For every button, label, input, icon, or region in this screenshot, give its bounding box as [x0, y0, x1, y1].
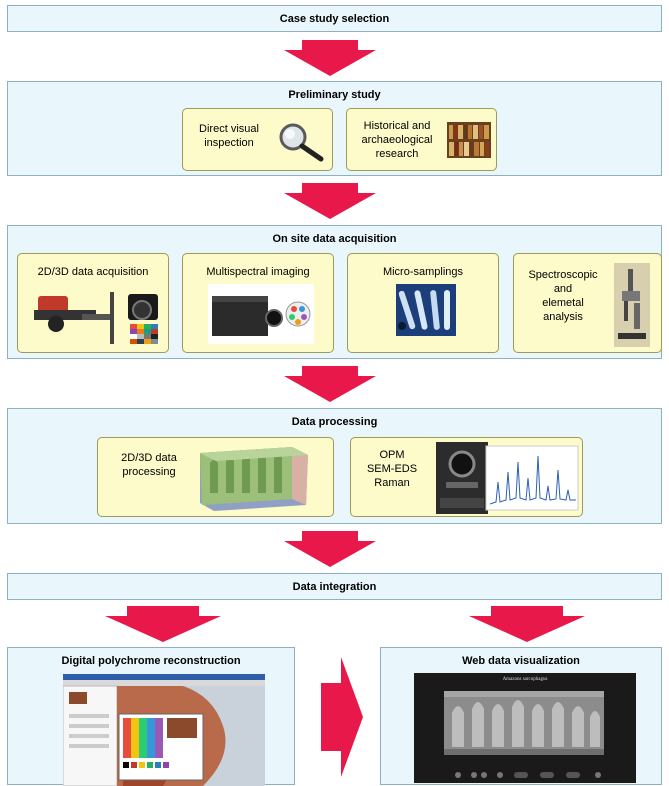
- down-arrow-right: [469, 606, 585, 642]
- software-screenshot-icon: [63, 674, 265, 786]
- stage-title: Case study selection: [279, 13, 390, 25]
- stage-preliminary: Preliminary study: [7, 81, 662, 176]
- stage-integration: Data integration: [7, 573, 662, 600]
- card-label: Multispectral imaging: [206, 266, 310, 278]
- down-arrow-2: [284, 183, 376, 219]
- stage-title: Data integration: [292, 581, 377, 593]
- web-viewer-screenshot-icon: Amazons sarcophagus: [414, 673, 636, 783]
- stage-digital-reconstruction: Digital polychrome reconstruction: [7, 647, 295, 786]
- card-label: Micro-samplings: [382, 266, 464, 278]
- stage-title: Web data visualization: [462, 655, 580, 667]
- stage-title: Data processing: [291, 416, 378, 428]
- down-arrow-3: [284, 366, 376, 402]
- stage-web-visualization: Web data visualization Amazons sarcophag…: [380, 647, 662, 785]
- stage-case-study: Case study selection: [7, 5, 662, 32]
- viewer-title: Amazons sarcophagus: [502, 677, 548, 682]
- microscope-icon: [614, 263, 650, 347]
- camera-scanner-icon: [32, 284, 162, 346]
- books-icon: [447, 122, 491, 158]
- stage-title: On site data acquisition: [272, 233, 397, 245]
- card-micro-samplings: Micro-samplings: [347, 253, 499, 353]
- multispectral-camera-icon: [208, 284, 314, 344]
- down-arrow-1: [284, 40, 376, 76]
- card-2d3d-acquisition: 2D/3D data acquisition: [17, 253, 169, 353]
- stage-title: Digital polychrome reconstruction: [61, 655, 241, 667]
- stage-title: Preliminary study: [288, 89, 381, 101]
- sample-vials-icon: [396, 284, 456, 336]
- down-arrow-left: [105, 606, 221, 642]
- right-arrow: [321, 657, 363, 777]
- down-arrow-4: [284, 531, 376, 567]
- card-multispectral: Multispectral imaging: [182, 253, 334, 353]
- sarcophagus-relief: [444, 691, 604, 755]
- 3d-model-icon: [196, 443, 312, 513]
- card-label: 2D/3D data acquisition: [37, 266, 149, 278]
- viewer-toolbar[interactable]: [454, 771, 604, 779]
- magnifier-icon: [275, 119, 327, 163]
- spectrum-icon: [436, 442, 580, 514]
